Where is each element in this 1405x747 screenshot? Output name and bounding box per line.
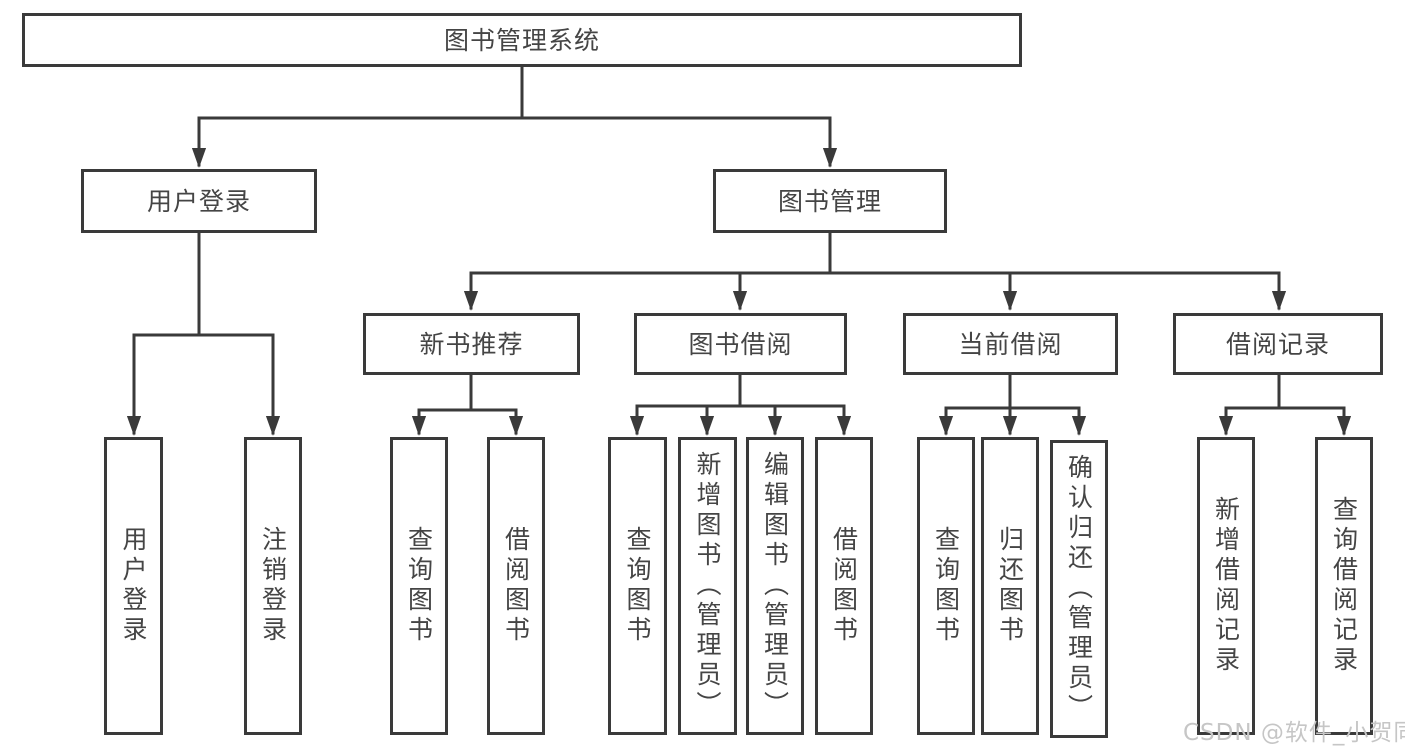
leaf-cb-query-books: 查询图书 <box>917 437 975 735</box>
connector-borrow-records-split <box>1224 373 1346 410</box>
leaf-bb-add-books-admin: 新增图书（管理员） <box>678 437 737 735</box>
leaf-user-login: 用户登录 <box>104 437 163 735</box>
leaf-bb-edit-books-admin: 编辑图书（管理员） <box>746 437 804 735</box>
leaf-bb-borrow-books: 借阅图书 <box>815 437 873 735</box>
leaf-cb-return-books: 归还图书 <box>981 437 1039 735</box>
leaf-nb-query-books: 查询图书 <box>390 437 448 735</box>
connector-current-borrow-split <box>944 373 1081 410</box>
node-library-management-system: 图书管理系统 <box>22 13 1022 67</box>
leaf-cb-confirm-return-admin: 确认归还（管理员） <box>1050 440 1108 738</box>
node-user-login: 用户登录 <box>81 169 317 233</box>
leaf-bb-query-books: 查询图书 <box>608 437 667 735</box>
connector-book-management-split <box>469 231 1281 275</box>
connector-new-book-split <box>417 373 518 412</box>
leaf-logout-login: 注销登录 <box>244 437 302 735</box>
csdn-watermark: CSDN @软件_小贺同学 <box>1183 720 1405 746</box>
leaf-br-query-borrow-record: 查询借阅记录 <box>1315 437 1373 735</box>
connector-book-borrow-split <box>635 373 846 408</box>
connector-root-split <box>197 64 832 120</box>
node-new-book-recommend: 新书推荐 <box>363 313 580 375</box>
leaf-nb-borrow-books: 借阅图书 <box>487 437 545 735</box>
connector-user-login-split <box>132 231 275 337</box>
node-current-borrowing: 当前借阅 <box>903 313 1118 375</box>
node-book-management: 图书管理 <box>713 169 947 233</box>
leaf-br-add-borrow-record: 新增借阅记录 <box>1197 437 1255 735</box>
node-book-borrowing: 图书借阅 <box>634 313 847 375</box>
node-borrowing-records: 借阅记录 <box>1173 313 1383 375</box>
